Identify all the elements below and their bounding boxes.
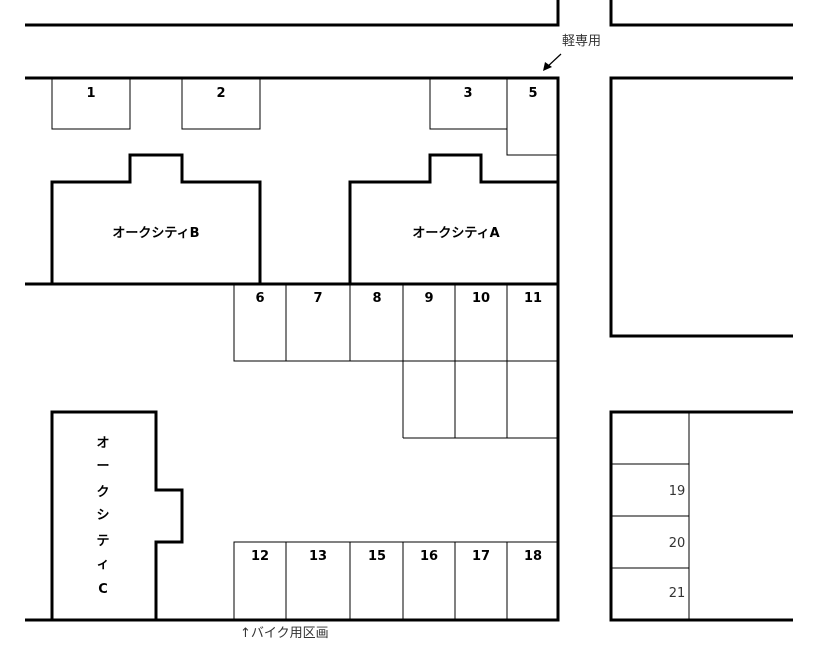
space-5: 5 xyxy=(528,86,537,101)
parking-spaces xyxy=(51,77,690,620)
arrow-icon xyxy=(543,53,562,71)
building-c-char: ィ xyxy=(96,557,109,572)
building-c-char: オ xyxy=(96,436,109,451)
space-3: 3 xyxy=(463,86,472,101)
building-c-char: テ xyxy=(96,534,109,549)
building-b xyxy=(50,153,262,284)
building-c-char: C xyxy=(98,582,108,597)
space-8: 8 xyxy=(372,291,381,306)
space-18: 18 xyxy=(524,549,542,564)
building-c-char: シ xyxy=(96,508,109,523)
bike-area-label: ↑バイク用区画 xyxy=(240,626,329,641)
space-9: 9 xyxy=(424,291,433,306)
kei-only-label: 軽専用 xyxy=(562,34,601,49)
space-20: 20 xyxy=(669,536,686,551)
space-21: 21 xyxy=(669,586,686,601)
building-c-char: ー xyxy=(96,459,109,474)
space-15: 15 xyxy=(368,549,386,564)
road-lines xyxy=(25,0,793,622)
space-12: 12 xyxy=(251,549,269,564)
space-13: 13 xyxy=(309,549,327,564)
space-17: 17 xyxy=(472,549,490,564)
space-6: 6 xyxy=(255,291,264,306)
building-a-label: オークシティA xyxy=(412,226,499,241)
space-7: 7 xyxy=(313,291,322,306)
space-16: 16 xyxy=(420,549,438,564)
building-c xyxy=(50,410,184,620)
building-c-char: ク xyxy=(96,485,109,500)
space-11: 11 xyxy=(524,291,542,306)
space-2: 2 xyxy=(216,86,225,101)
building-a xyxy=(348,153,558,284)
building-b-label: オークシティB xyxy=(112,226,199,241)
space-1: 1 xyxy=(86,86,95,101)
space-19: 19 xyxy=(669,484,686,499)
space-10: 10 xyxy=(472,291,490,306)
